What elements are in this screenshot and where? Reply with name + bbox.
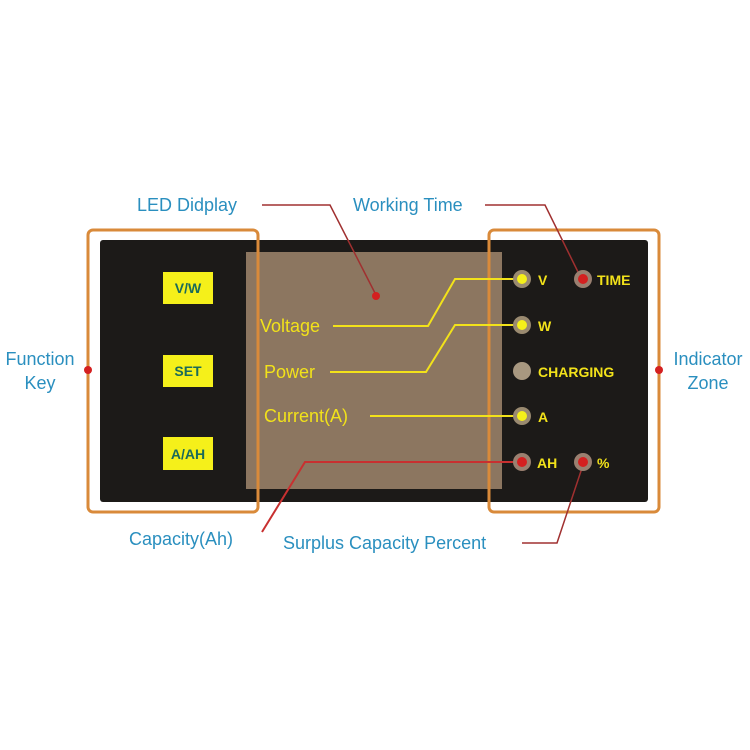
indicator-v: V: [513, 270, 548, 288]
current-label: Current(A): [264, 406, 348, 426]
led-yellow-icon: [517, 411, 527, 421]
indicator-charging-label: CHARGING: [538, 364, 614, 380]
button-aah-label: A/AH: [171, 446, 205, 462]
capacity-leader: [261, 461, 515, 533]
led-display-dot: [372, 292, 380, 300]
indicator-a: A: [513, 407, 548, 425]
led-yellow-icon: [517, 320, 527, 330]
indicator-zone-callout-1: Indicator: [673, 349, 742, 369]
indicator-w-label: W: [538, 318, 552, 334]
led-red-icon: [517, 457, 527, 467]
function-key-dot: [84, 366, 92, 374]
surplus-leader: [522, 464, 584, 544]
indicator-ah-label: AH: [537, 455, 557, 471]
indicator-percent: %: [574, 453, 610, 471]
led-red-icon: [578, 457, 588, 467]
power-leader: [330, 324, 515, 373]
capacity-callout: Capacity(Ah): [129, 529, 233, 549]
button-aah[interactable]: A/AH: [163, 437, 213, 470]
led-off-icon: [513, 362, 531, 380]
led-yellow-icon: [517, 274, 527, 284]
indicator-percent-label: %: [597, 455, 610, 471]
function-key-callout-2: Key: [24, 373, 55, 393]
voltage-leader: [333, 278, 515, 327]
button-set-label: SET: [174, 363, 202, 379]
working-time-callout: Working Time: [353, 195, 463, 215]
button-vw[interactable]: V/W: [163, 272, 213, 304]
surplus-callout: Surplus Capacity Percent: [283, 533, 486, 553]
indicator-zone-dot: [655, 366, 663, 374]
indicator-v-label: V: [538, 272, 548, 288]
indicator-charging: CHARGING: [513, 362, 614, 380]
led-display-leader: [262, 204, 377, 296]
button-vw-label: V/W: [175, 280, 202, 296]
voltage-label: Voltage: [260, 316, 320, 336]
working-time-leader: [485, 204, 581, 277]
indicator-time: TIME: [574, 270, 630, 288]
led-red-icon: [578, 274, 588, 284]
indicator-zone-callout-2: Zone: [687, 373, 728, 393]
indicator-w: W: [513, 316, 552, 334]
indicator-time-label: TIME: [597, 272, 630, 288]
button-set[interactable]: SET: [163, 355, 213, 387]
indicator-ah: AH: [513, 453, 557, 471]
led-display-callout: LED Didplay: [137, 195, 237, 215]
power-label: Power: [264, 362, 315, 382]
indicator-a-label: A: [538, 409, 548, 425]
function-key-callout-1: Function: [5, 349, 74, 369]
